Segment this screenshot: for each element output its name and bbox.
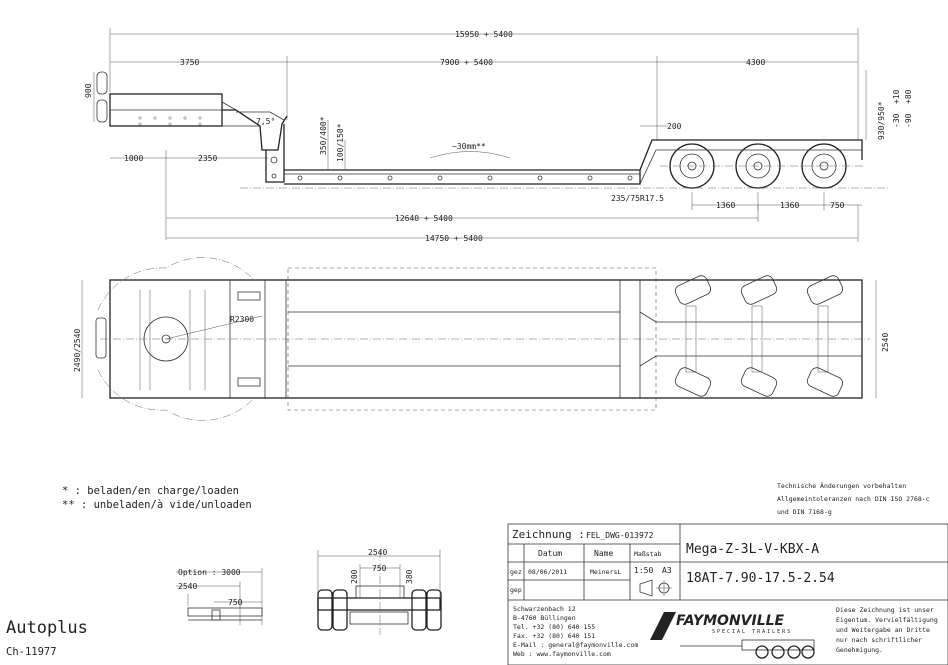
option-label: Option : 3000	[178, 568, 241, 577]
dim-gooseneck: 3750	[180, 58, 199, 67]
copyright-2: Eigentum. Vervielfältigung	[836, 616, 938, 624]
dim-v2: +80	[904, 89, 913, 104]
copyright-4: nur nach schriftlicher	[836, 636, 922, 644]
dim-axle-2: 1360	[780, 201, 799, 210]
drawing-format: A3	[662, 566, 672, 575]
note-loaded: * : beladen/en charge/loaden	[62, 485, 239, 497]
drawing-date: 08/06/2011	[528, 568, 567, 576]
dim-front-height: 900	[84, 83, 93, 98]
address-mail: E-Mail : general@faymonville.com	[513, 641, 638, 649]
copyright-1: Diese Zeichnung ist unser	[836, 606, 934, 614]
rear-d1: 200	[350, 569, 359, 584]
reservation-line-2: Allgemeintoleranzen nach DIN ISO 2768-c	[777, 495, 930, 503]
col-datum: Datum	[538, 549, 562, 558]
title-block: Zeichnung : FEL_DWG-013972 Datum Name Ma…	[507, 523, 948, 665]
rear-view: 2540 750 200 380	[317, 548, 442, 635]
dim-bed: 7900 + 5400	[440, 58, 493, 67]
copyright-5: Genehmigung.	[836, 646, 883, 654]
top-wheels	[674, 275, 844, 397]
dim-width-right: 2540	[881, 333, 890, 352]
zeichnung-label: Zeichnung :	[512, 528, 585, 541]
dim-v1: +10	[892, 89, 901, 104]
reservation-line-1: Technische Änderungen vorbehalten	[777, 481, 906, 490]
customer-name: Autoplus	[6, 618, 88, 638]
dim-rear-height: 930/950*	[877, 101, 886, 140]
side-view: 15950 + 5400 3750 7900 + 5400 4300 900 7…	[84, 28, 913, 243]
dim-v3: -30	[892, 113, 901, 128]
note-unloaded: ** : unbeladen/à vide/unloaden	[62, 499, 252, 511]
dim-width-left: 2490/2540	[73, 328, 82, 372]
dim-overall: 15950 + 5400	[455, 30, 513, 39]
model-spec: 18AT-7.90-17.5-2.54	[686, 571, 835, 586]
dim-kingpin-to-axle: 12640 + 5400	[395, 214, 453, 223]
row-gez: gez	[510, 568, 522, 576]
drawing-author: MeinersL	[590, 568, 621, 576]
dim-rear: 4300	[746, 58, 765, 67]
reservation: Technische Änderungen vorbehalten Allgem…	[777, 481, 930, 516]
rear-width: 2540	[368, 548, 387, 557]
side-wheels	[660, 143, 865, 189]
model-name: Mega-Z-3L-V-KBX-A	[686, 542, 819, 557]
projection-symbol-icon	[639, 579, 672, 597]
brand-sub: SPECIAL TRAILERS	[712, 629, 792, 635]
dim-kingpin-to-rear: 14750 + 5400	[425, 234, 483, 243]
dim-kingpin-right: 2350	[198, 154, 217, 163]
col-name: Name	[594, 549, 613, 558]
dim-deck-height: 100/150*	[336, 123, 345, 162]
row-gep: gep	[510, 586, 522, 594]
brand-name: FAYMONVILLE	[676, 613, 785, 629]
address-fax: Fax. +32 (80) 640 151	[513, 632, 595, 640]
dim-rear-overhang: 750	[830, 201, 845, 210]
rear-d3: 380	[405, 569, 414, 584]
option-width: 2540	[178, 582, 197, 591]
address-line-1: Schwarzenbach 12	[513, 605, 576, 613]
dim-rear-step: 200	[667, 122, 682, 131]
rear-d2: 750	[372, 564, 387, 573]
col-massstab: Maßstab	[634, 550, 661, 558]
dim-angle: 7,5°	[256, 117, 275, 126]
dim-deflection: ~30mm**	[452, 142, 486, 151]
option-offset: 750	[228, 598, 243, 607]
copyright-3: und Weitergabe an Dritte	[836, 626, 930, 634]
notes: * : beladen/en charge/loaden ** : unbela…	[62, 485, 252, 511]
dim-kingpin-left: 1000	[124, 154, 143, 163]
top-view: R2300 2490/2540 2540	[73, 257, 890, 421]
drawing-number: FEL_DWG-013972	[586, 531, 654, 540]
reservation-line-3: und DIN 7168-g	[777, 508, 832, 516]
address-web: Web : www.faymonville.com	[513, 650, 611, 658]
customer-code: Ch-11977	[6, 646, 57, 658]
address-tel: Tel. +32 (80) 640 155	[513, 623, 595, 631]
dim-axle-1: 1360	[716, 201, 735, 210]
dim-step-height: 350/400*	[319, 116, 328, 155]
drawing-scale: 1:50	[634, 566, 653, 575]
tyre-size: 235/75R17.5	[611, 194, 664, 203]
address-line-2: B-4760 Büllingen	[513, 614, 576, 622]
faymonville-logo: FAYMONVILLE SPECIAL TRAILERS	[650, 612, 815, 659]
dim-swing-radius: R2300	[230, 315, 254, 324]
option-view: Option : 3000 2540 750	[176, 568, 263, 625]
dim-v4: -90	[904, 113, 913, 128]
